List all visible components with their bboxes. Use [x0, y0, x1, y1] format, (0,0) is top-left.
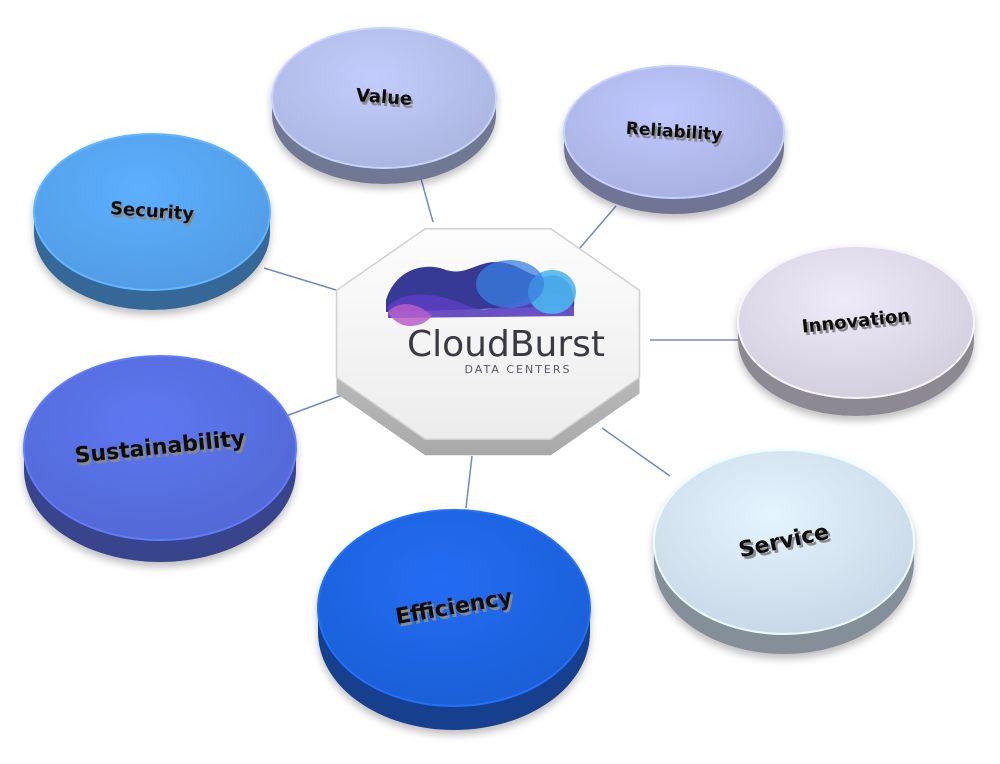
node-security-face: [33, 133, 271, 291]
node-reliability-side: [564, 132, 784, 214]
node-value-side: [272, 98, 496, 184]
node-security-side: [34, 212, 270, 310]
node-sustainability-side: [24, 448, 296, 562]
node-service-side: [654, 542, 914, 654]
node-efficiency-face: [317, 509, 591, 707]
node-service-face: [653, 449, 915, 635]
cloud-waves-icon: [386, 260, 576, 327]
connector-security: [263, 267, 337, 291]
connector-reliability: [579, 205, 617, 249]
node-reliability-face: [563, 65, 785, 199]
brand-subtitle: DATA CENTERS: [465, 363, 572, 376]
connector-lines: [263, 167, 740, 509]
connector-service: [601, 427, 671, 477]
node-value-face: [271, 27, 497, 169]
node-value-label-shadow: Value: [357, 88, 415, 113]
node-innovation-side: [738, 322, 974, 416]
brand-name: CloudBurst: [407, 324, 605, 365]
node-sustainability-face: [23, 355, 297, 541]
connector-efficiency: [465, 455, 473, 509]
node-innovation-face: [737, 245, 975, 399]
node-efficiency-side: [318, 608, 590, 730]
node-value-label: Value: [355, 85, 413, 110]
central-hub: CloudBurst DATA CENTERS: [335, 227, 641, 456]
